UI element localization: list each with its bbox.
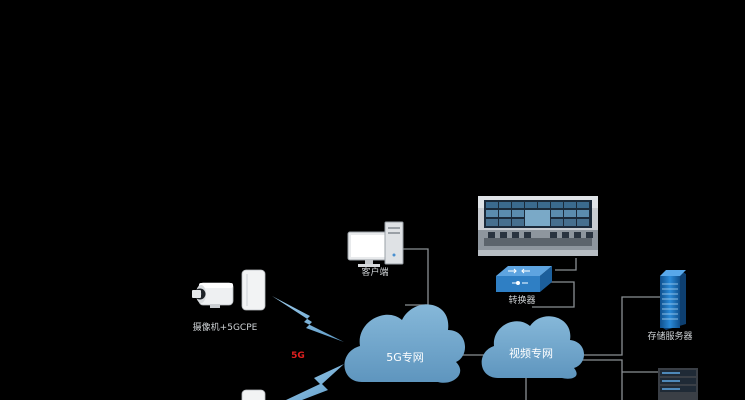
wire-video-cloud-to-lower-server [582, 359, 623, 400]
camera-cpe-label: 摄像机+5GCPE [193, 321, 258, 333]
connection-lines [390, 248, 660, 400]
wireless-bolt-upper [272, 296, 344, 342]
cpe-router-icon [241, 269, 266, 311]
wireless-5g-label: 5G [291, 351, 305, 361]
client-label: 客户端 [361, 266, 388, 278]
video-network-label: 视频专网 [509, 346, 553, 360]
camera-icon [192, 282, 234, 308]
wire-videowall-to-switch [555, 258, 577, 271]
cpe-router-icon-2 [241, 389, 266, 400]
5g-network-cloud [344, 304, 466, 383]
wire-switch-to-video-cloud [532, 281, 575, 308]
wire-client-to-5g-cloud [390, 248, 429, 306]
storage-server-label: 存储服务器 [647, 330, 692, 342]
client-pc-icon [347, 221, 404, 267]
switch-icon [496, 266, 552, 292]
video-wall-control-room [478, 196, 598, 256]
video-network-cloud [481, 316, 585, 379]
wire-video-cloud-to-storage [582, 296, 660, 356]
switch-label: 转换器 [508, 294, 535, 306]
server-icon [658, 368, 698, 400]
5g-network-label: 5G专网 [386, 350, 424, 364]
storage-server-icon [660, 270, 686, 330]
wireless-bolt-lower [286, 364, 344, 400]
